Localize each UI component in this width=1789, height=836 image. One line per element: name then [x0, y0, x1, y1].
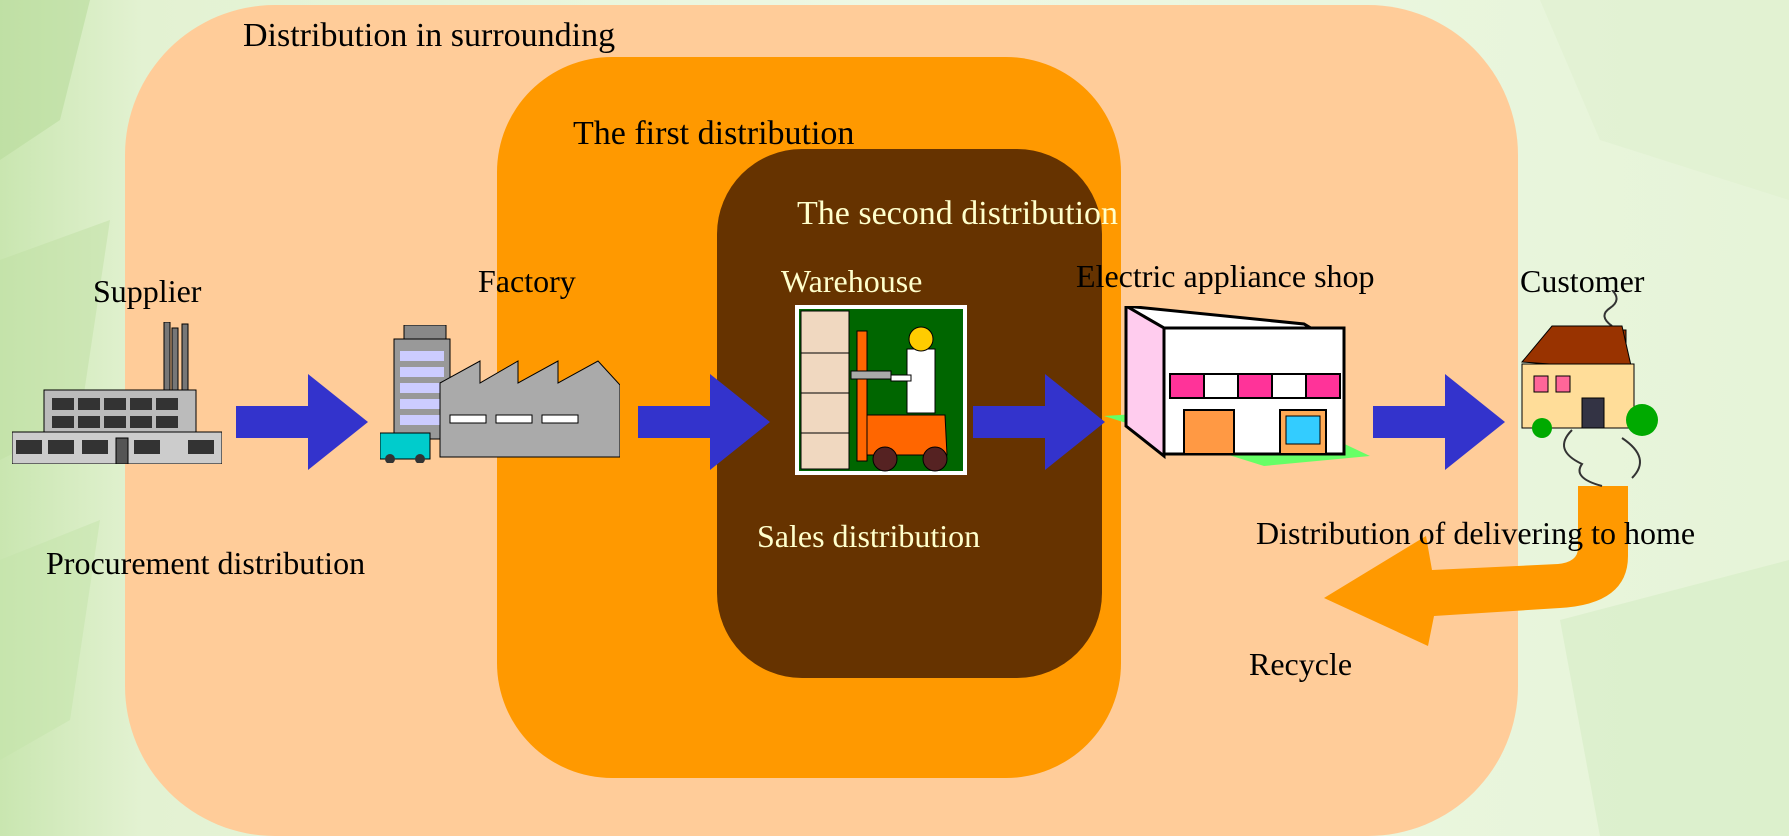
- label-delivering-to-home: Distribution of delivering to home: [1256, 515, 1696, 551]
- label-factory: Factory: [478, 263, 576, 299]
- zone-title-second-wrapper: The second distribution: [797, 197, 1118, 231]
- label-customer: Customer: [1520, 263, 1645, 299]
- label-electric-appliance-shop: Electric appliance shop: [1076, 258, 1375, 294]
- arrow-warehouse-to-shop: [973, 374, 1105, 470]
- arrow-shop-to-customer: [1373, 374, 1505, 470]
- supplier-plant-icon: [12, 322, 222, 464]
- arrow-supplier-to-factory: [236, 374, 368, 470]
- label-recycle: Recycle: [1249, 646, 1353, 682]
- label-warehouse: Warehouse: [781, 263, 923, 299]
- label-sales-distribution: Sales distribution: [757, 518, 981, 554]
- factory-icon: [380, 325, 620, 463]
- warehouse-forklift-icon: [795, 305, 967, 475]
- zone-title-second: The second distribution: [797, 195, 1119, 232]
- zone-title-outer: Distribution in surrounding: [243, 17, 616, 54]
- label-procurement-distribution: Procurement distribution: [46, 545, 366, 581]
- zone-title-first: The first distribution: [573, 115, 855, 152]
- label-supplier: Supplier: [93, 273, 202, 309]
- recycle-arrow: [1324, 486, 1628, 646]
- customer-house-icon: [1520, 290, 1658, 487]
- arrow-factory-to-warehouse: [638, 374, 770, 470]
- electric-appliance-shop-icon: [1104, 306, 1370, 466]
